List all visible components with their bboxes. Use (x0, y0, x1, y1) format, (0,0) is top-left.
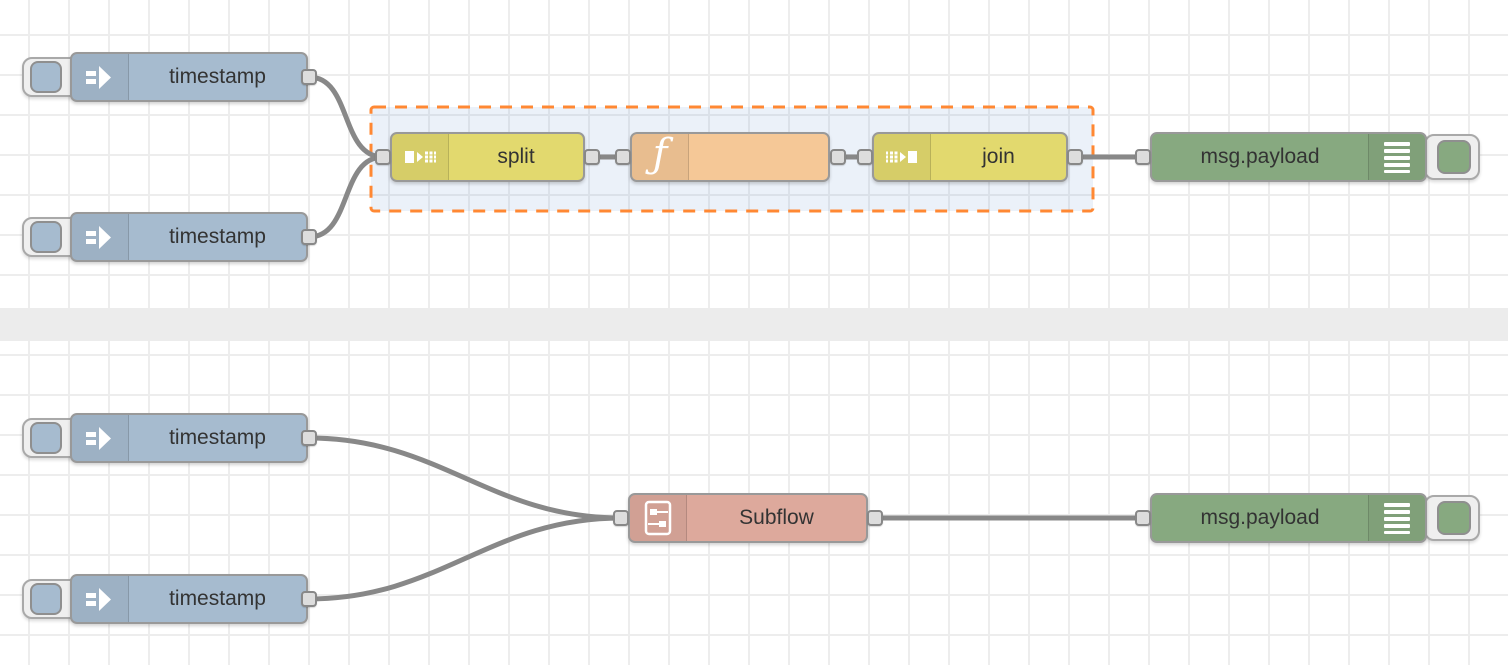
inject-node-4[interactable]: timestamp (70, 574, 308, 624)
wire[interactable] (306, 515, 624, 602)
inject-arrow-icon (72, 54, 129, 100)
inject-button[interactable] (30, 583, 62, 615)
function-f-icon: ƒ (632, 134, 689, 180)
input-port[interactable] (1135, 510, 1151, 526)
node-label: msg.payload (1200, 506, 1320, 529)
inject-button[interactable] (30, 221, 62, 253)
debug-list-icon (1368, 495, 1425, 541)
inject-arrow-icon (72, 214, 129, 260)
output-port[interactable] (1067, 149, 1083, 165)
join-node[interactable]: join (872, 132, 1068, 182)
output-port[interactable] (301, 430, 317, 446)
inject-arrow-icon (72, 576, 129, 622)
debug-toggle-button[interactable] (1437, 501, 1471, 535)
node-label: msg.payload (1200, 145, 1320, 168)
node-label: timestamp (169, 426, 266, 449)
workspace-divider (0, 308, 1508, 341)
subflow-node[interactable]: Subflow (628, 493, 868, 543)
input-port[interactable] (1135, 149, 1151, 165)
output-port[interactable] (830, 149, 846, 165)
join-icon (874, 134, 931, 180)
output-port[interactable] (301, 69, 317, 85)
inject-button[interactable] (30, 422, 62, 454)
output-port[interactable] (867, 510, 883, 526)
inject-node-1[interactable]: timestamp (70, 52, 308, 102)
input-port[interactable] (615, 149, 631, 165)
inject-arrow-icon (72, 415, 129, 461)
debug-node-2[interactable]: msg.payload (1150, 493, 1427, 543)
inject-node-3[interactable]: timestamp (70, 413, 308, 463)
debug-node-1[interactable]: msg.payload (1150, 132, 1427, 182)
output-port[interactable] (301, 591, 317, 607)
node-label: timestamp (169, 225, 266, 248)
node-label (689, 134, 828, 180)
split-icon (392, 134, 449, 180)
output-port[interactable] (584, 149, 600, 165)
output-port[interactable] (301, 229, 317, 245)
wire[interactable] (306, 435, 624, 521)
debug-toggle-button[interactable] (1437, 140, 1471, 174)
node-label: timestamp (169, 65, 266, 88)
debug-list-icon (1368, 134, 1425, 180)
function-node[interactable]: ƒ (630, 132, 830, 182)
subflow-diagram-icon (630, 495, 687, 541)
split-node[interactable]: split (390, 132, 585, 182)
inject-button[interactable] (30, 61, 62, 93)
input-port[interactable] (857, 149, 873, 165)
wire[interactable] (306, 74, 386, 160)
node-label: split (497, 145, 535, 168)
wire[interactable] (306, 154, 386, 240)
input-port[interactable] (613, 510, 629, 526)
inject-node-2[interactable]: timestamp (70, 212, 308, 262)
node-label: join (982, 145, 1015, 168)
node-label: Subflow (739, 506, 814, 529)
node-label: timestamp (169, 587, 266, 610)
input-port[interactable] (375, 149, 391, 165)
